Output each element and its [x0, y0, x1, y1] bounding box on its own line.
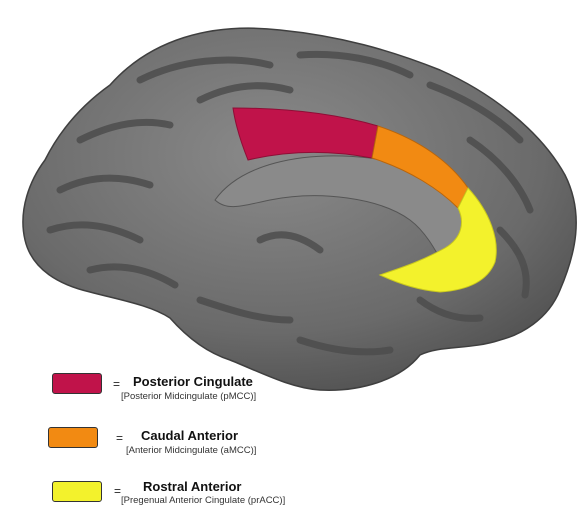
region-pracc: [378, 187, 497, 293]
brain-hemisphere: [22, 27, 577, 391]
legend-subtitle-pmcc: [Posterior Midcingulate (pMCC)]: [121, 391, 257, 402]
legend-title-amcc: Caudal Anterior: [141, 428, 239, 443]
legend-equals: =: [113, 377, 121, 391]
legend-title-pracc: Rostral Anterior: [143, 479, 242, 494]
legend-equals: =: [116, 431, 124, 445]
legend-equals: =: [114, 484, 122, 498]
region-pmcc: [232, 107, 379, 161]
legend-subtitle-amcc: [Anterior Midcingulate (aMCC)]: [126, 445, 257, 456]
legend-swatch-pracc: [52, 481, 102, 502]
legend-subtitle-pracc: [Pregenual Anterior Cingulate (prACC)]: [121, 495, 286, 506]
sulci-pattern: [46, 50, 534, 356]
legend-swatch-pmcc: [52, 373, 102, 394]
legend-title-pmcc: Posterior Cingulate: [133, 374, 253, 389]
legend-swatch-amcc: [48, 427, 98, 448]
